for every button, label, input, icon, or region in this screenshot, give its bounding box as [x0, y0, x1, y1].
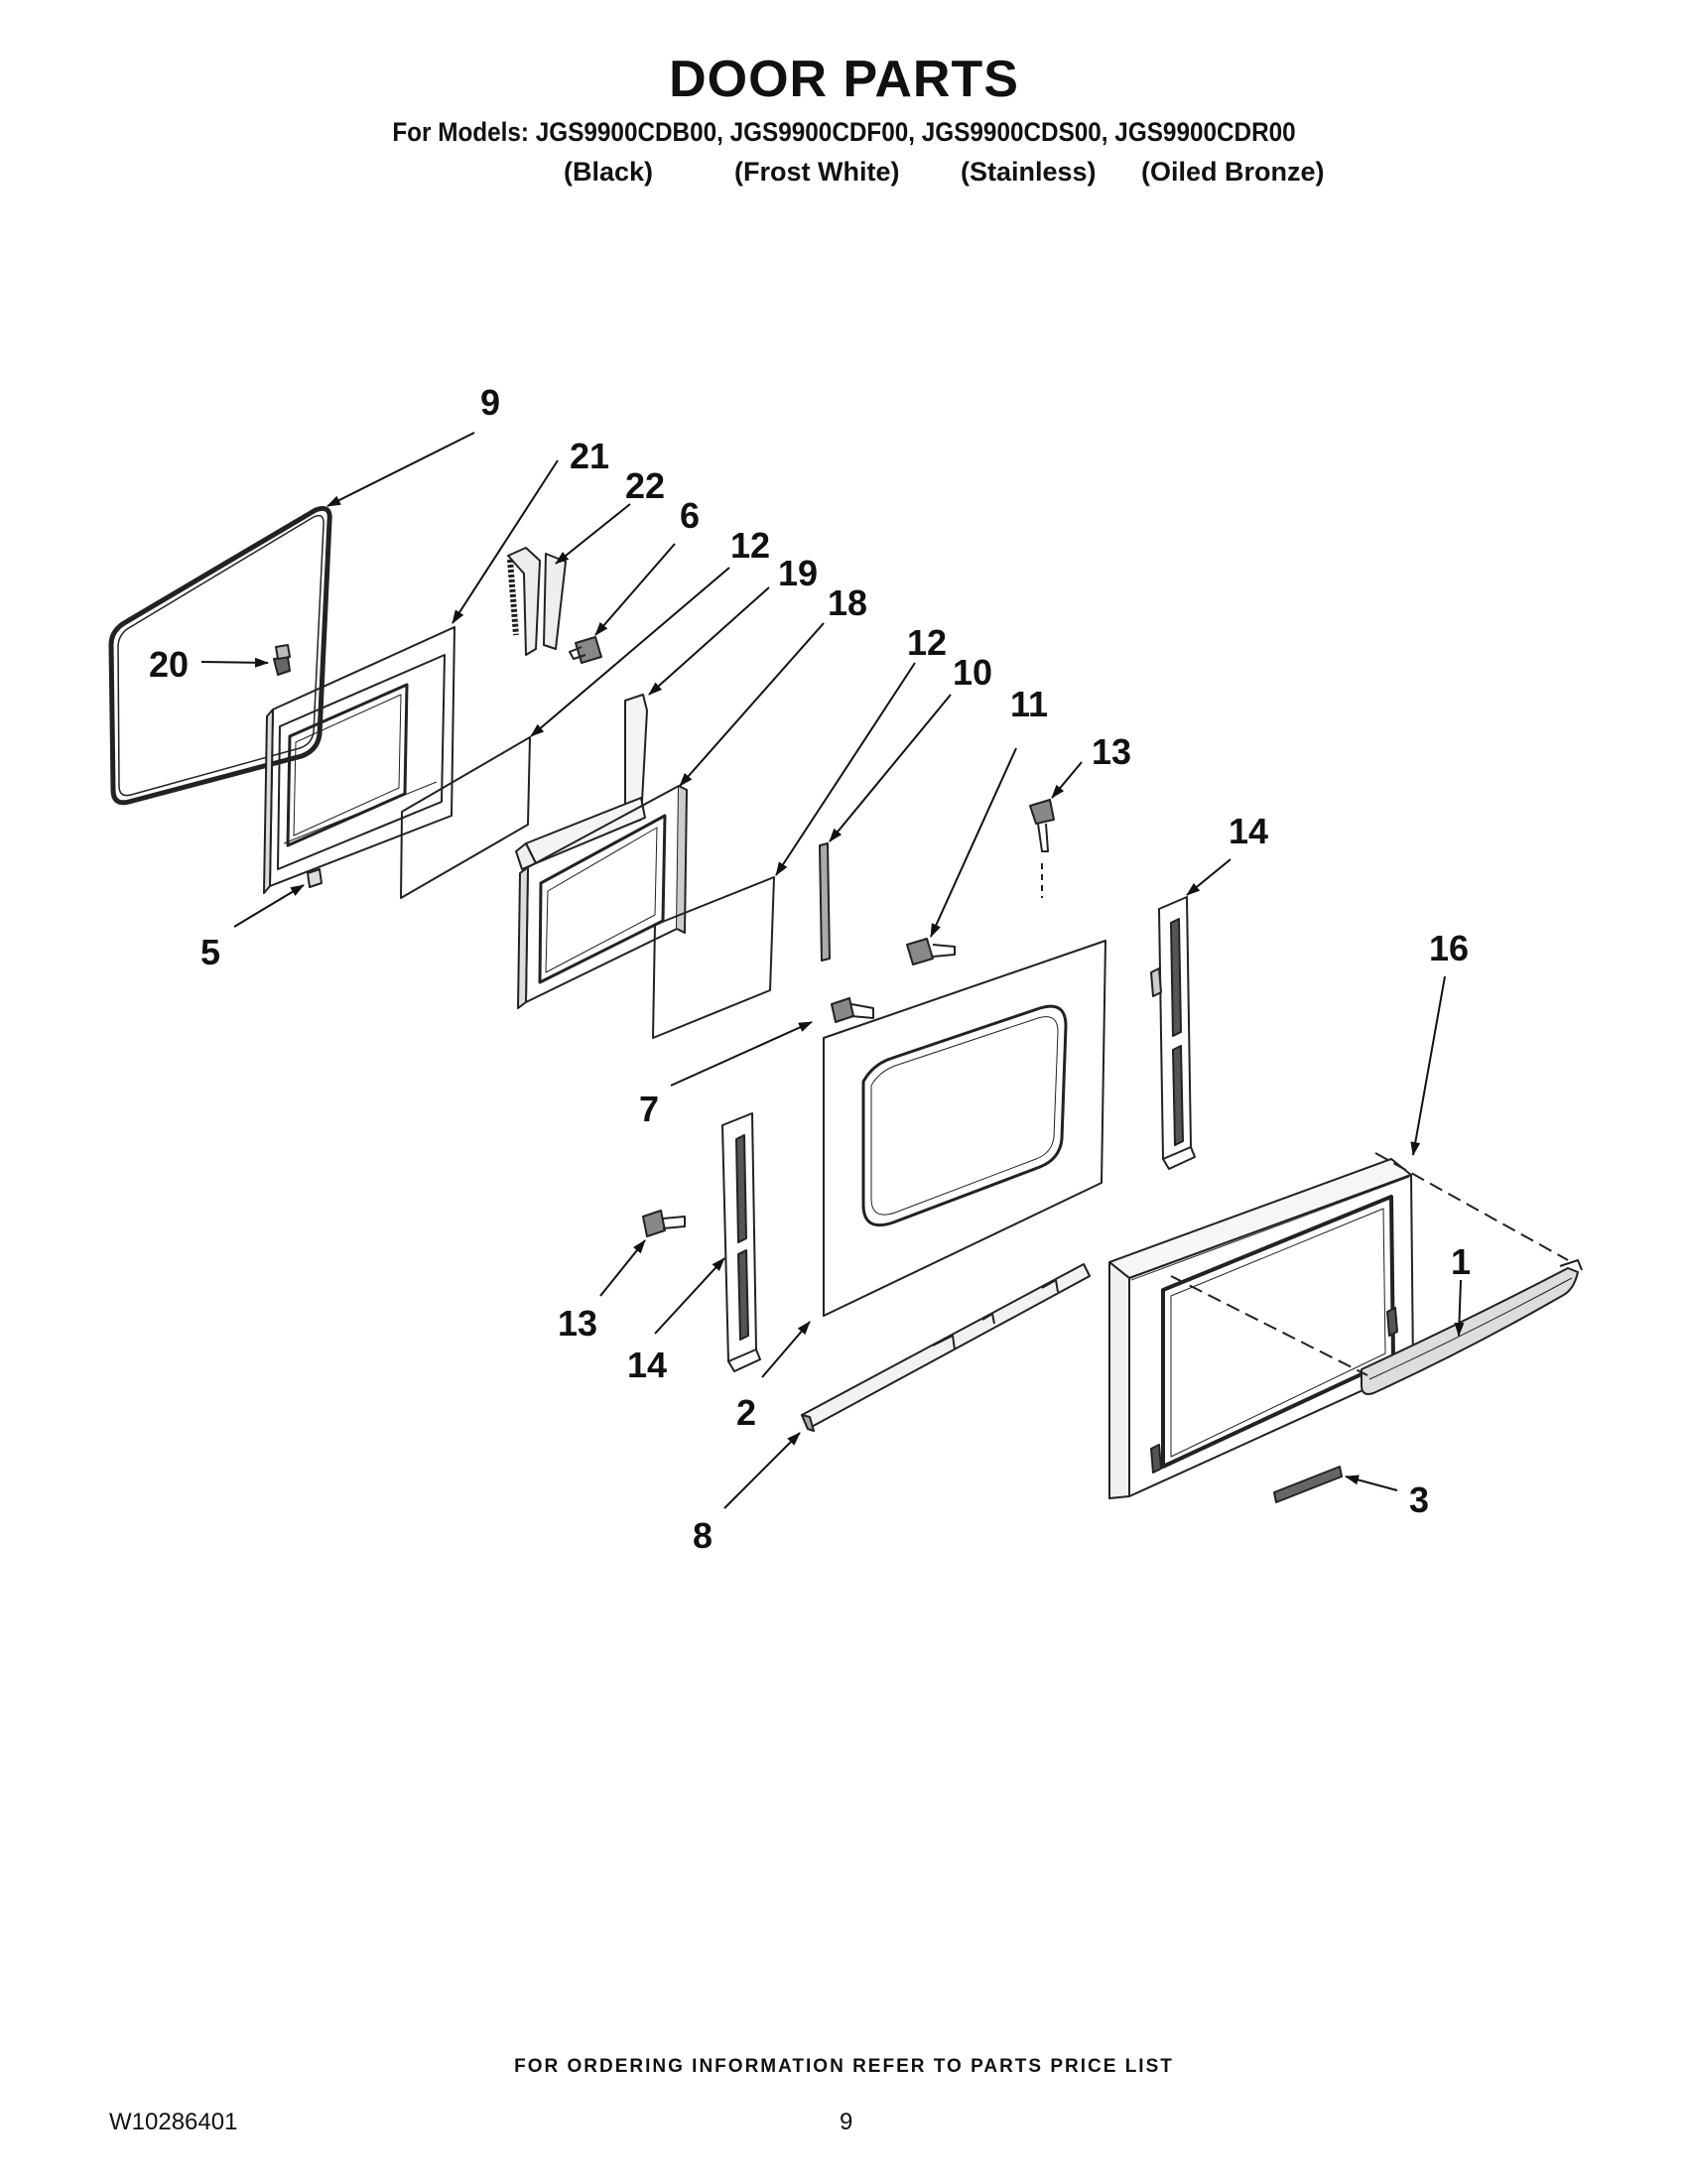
- finish-frost-white: (Frost White): [734, 157, 900, 187]
- leader-5: [233, 884, 305, 928]
- finish-black: (Black): [564, 157, 654, 187]
- leader-3: [1345, 1475, 1398, 1491]
- leader-14b: [654, 1257, 725, 1335]
- leader-11: [930, 747, 1017, 938]
- models-line: For Models: JGS9900CDB00, JGS9900CDF00, …: [392, 117, 1296, 147]
- callout-18: 18: [828, 582, 867, 623]
- inner-door-panel-part: [263, 626, 455, 894]
- leader-20: [200, 657, 269, 668]
- callout-13-lower: 13: [558, 1303, 597, 1344]
- leader-10: [829, 694, 952, 842]
- callout-5: 5: [200, 932, 220, 972]
- callout-10: 10: [953, 652, 992, 693]
- plug-part: [273, 644, 291, 676]
- page-title: DOOR PARTS: [669, 51, 1019, 108]
- screw-part-13-upper: [1029, 799, 1055, 898]
- inner-glass-part: [400, 736, 531, 899]
- callout-19: 19: [778, 553, 818, 593]
- callout-9: 9: [480, 382, 500, 423]
- outer-door-frame-part: [1108, 1158, 1414, 1499]
- leader-19: [648, 586, 770, 696]
- door-gasket-part: [108, 505, 332, 806]
- callout-20: 20: [149, 644, 189, 685]
- leader-8: [723, 1432, 801, 1509]
- callout-7: 7: [639, 1089, 659, 1129]
- leader-13b: [599, 1239, 646, 1297]
- side-trim-left-part: [721, 1112, 761, 1372]
- door-handle-part: [1361, 1259, 1583, 1395]
- leader-22: [555, 503, 631, 565]
- leader-1: [1454, 1279, 1465, 1337]
- screw-part: [569, 636, 602, 664]
- callout-2: 2: [736, 1392, 756, 1433]
- finish-oiled-bronze: (Oiled Bronze): [1141, 157, 1325, 187]
- finish-stainless: (Stainless): [961, 157, 1097, 187]
- leader-6: [594, 543, 676, 636]
- callout-11: 11: [1010, 684, 1048, 724]
- callout-16: 16: [1429, 928, 1469, 968]
- callout-14-left: 14: [627, 1345, 667, 1385]
- hinge-part: [507, 547, 567, 656]
- glass-spacer-part: [819, 842, 831, 962]
- door-stop-part: [307, 868, 323, 888]
- callout-12-middle: 12: [907, 622, 947, 663]
- leader-16: [1410, 975, 1446, 1156]
- leader-2: [761, 1321, 811, 1378]
- screw-part-11: [906, 938, 956, 965]
- leader-12b: [775, 662, 916, 876]
- screw-part-7: [831, 997, 874, 1023]
- middle-glass-part: [652, 876, 775, 1039]
- leader-21: [452, 459, 559, 624]
- ordering-note: FOR ORDERING INFORMATION REFER TO PARTS …: [514, 2056, 1174, 2077]
- callout-21: 21: [570, 436, 609, 476]
- leader-18: [679, 622, 825, 787]
- screw-part-13-lower: [642, 1210, 686, 1237]
- outer-door-glass-part: [823, 940, 1106, 1317]
- callout-14-right: 14: [1229, 811, 1268, 851]
- document-number: W10286401: [109, 2109, 238, 2135]
- callout-13-upper: 13: [1092, 731, 1131, 772]
- side-trim-right-part: [1150, 896, 1196, 1170]
- insulation-part: [515, 694, 648, 870]
- callout-12-upper: 12: [730, 525, 770, 566]
- bottom-trim-part: [801, 1263, 1091, 1432]
- page-number: 9: [840, 2109, 853, 2135]
- leader-14a: [1186, 858, 1232, 896]
- leader-13a: [1051, 761, 1083, 799]
- callout-8: 8: [693, 1515, 713, 1556]
- callout-6: 6: [680, 495, 700, 536]
- leader-7: [670, 1021, 813, 1087]
- callout-22: 22: [625, 465, 665, 506]
- leader-9: [326, 432, 475, 507]
- callout-3: 3: [1409, 1479, 1429, 1520]
- logo-badge-part: [1273, 1466, 1343, 1503]
- leader-12a: [530, 567, 730, 737]
- callout-1: 1: [1451, 1241, 1471, 1282]
